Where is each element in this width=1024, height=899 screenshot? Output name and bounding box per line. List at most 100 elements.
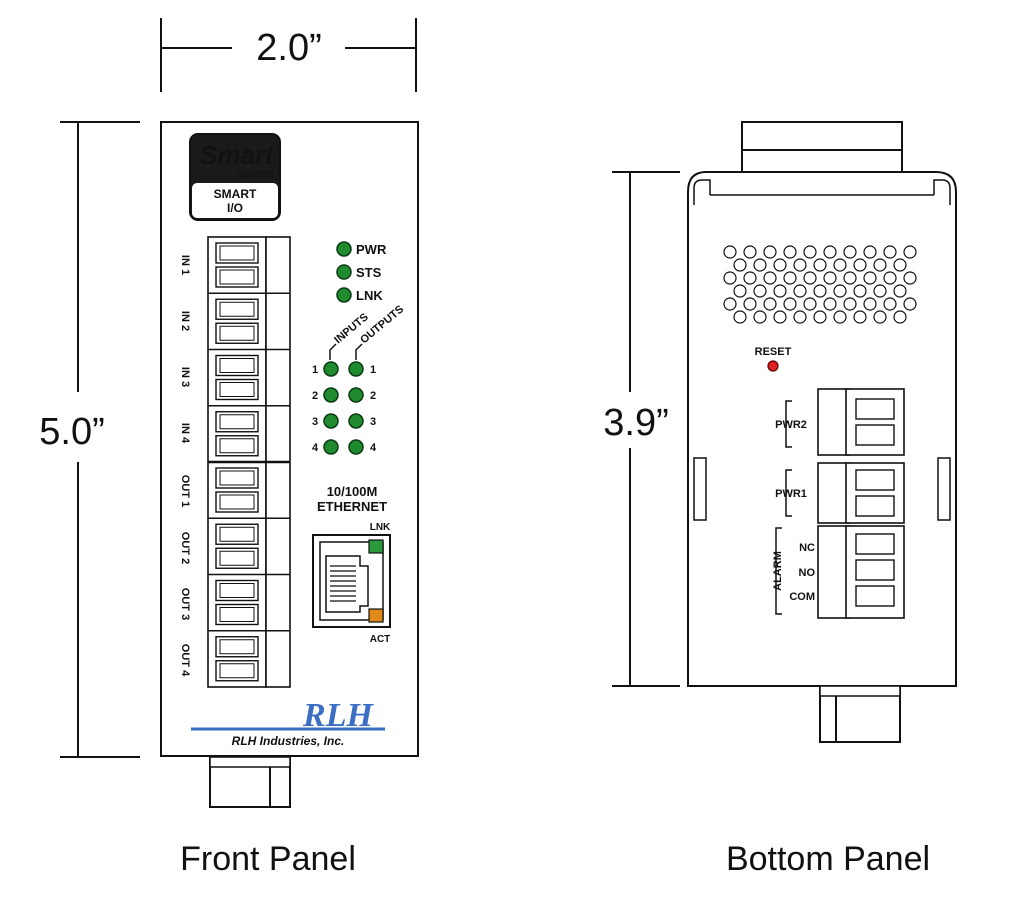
front-width-label: 2.0” (256, 27, 321, 69)
vent-hole (853, 258, 867, 272)
terminal-label-in1: IN 1 (179, 255, 191, 275)
vent-hole (803, 297, 817, 311)
logo-model-line2: I/O (227, 201, 243, 215)
company-logo: RLH RLH Industries, Inc. (191, 697, 385, 748)
terminal-slot-inner (219, 325, 255, 341)
alarm-label: ALARM (772, 551, 784, 591)
vent-hole (883, 297, 897, 311)
input-number-3: 3 (312, 416, 318, 428)
ethernet-speed-label: 10/100M (327, 484, 378, 499)
terminal-slot-inner (219, 470, 255, 486)
vent-hole (743, 271, 757, 285)
status-leds: PWR STS LNK (336, 241, 387, 303)
output-number-1: 1 (370, 364, 376, 376)
output-led-1 (348, 361, 364, 377)
ethernet-lnk-label: LNK (370, 522, 391, 533)
terminal-slot (215, 660, 259, 682)
output-number-4: 4 (370, 442, 377, 454)
vent-hole (763, 271, 777, 285)
terminal-slot-inner (219, 607, 255, 622)
terminal-label-in3: IN 3 (179, 367, 191, 387)
terminal-label-in4: IN 4 (179, 423, 191, 444)
terminal-slot (215, 242, 259, 264)
vent-hole (733, 258, 747, 272)
ethernet-lnk-led (368, 539, 384, 554)
logo-series: SERIES (237, 170, 274, 181)
terminal-slot (215, 354, 259, 377)
reset-button[interactable] (767, 360, 779, 372)
terminal-slot-inner (219, 269, 255, 285)
terminal-slot-inner (219, 358, 255, 373)
sts-led-label: STS (356, 265, 382, 280)
vent-hole (883, 245, 897, 259)
output-number-3: 3 (370, 416, 376, 428)
terminal-slot-inner (219, 245, 255, 261)
vent-hole (773, 310, 787, 324)
vent-hole (743, 245, 757, 259)
pwr1-label: PWR1 (775, 488, 807, 500)
terminal-slot-inner (219, 583, 255, 598)
vent-hole (723, 271, 737, 285)
terminal-slot (215, 523, 259, 545)
input-number-1: 1 (312, 364, 318, 376)
power-terminal-block (817, 388, 905, 619)
smart-series-logo: Smart SERIES SMART I/O (189, 133, 281, 221)
ethernet-act-led (368, 608, 384, 623)
front-width-dimension: 2.0” (160, 18, 417, 92)
terminal-label-out4: OUT 4 (179, 644, 191, 677)
top-connector (741, 121, 903, 173)
vent-hole (843, 271, 857, 285)
lnk-led-label: LNK (356, 288, 383, 303)
vent-hole (893, 284, 907, 298)
pwr1-slot-1 (855, 469, 895, 491)
terminal-slot (215, 411, 259, 433)
terminal-slot (215, 298, 259, 320)
din-clip-bottom (819, 685, 901, 743)
vent-hole (813, 258, 827, 272)
input-led-3 (323, 413, 339, 429)
rlh-mark: RLH (302, 697, 374, 734)
vent-hole (873, 258, 887, 272)
vent-hole (763, 245, 777, 259)
terminal-slot (215, 266, 259, 288)
input-led-1 (323, 361, 339, 377)
alarm-pin-com: COM (789, 591, 815, 603)
vent-hole (823, 297, 837, 311)
vent-hole (843, 297, 857, 311)
vent-hole (803, 245, 817, 259)
terminal-label-out2: OUT 2 (179, 532, 191, 564)
vent-hole (823, 245, 837, 259)
terminal-slot-inner (219, 526, 255, 542)
vent-hole (733, 310, 747, 324)
terminal-label-out3: OUT 3 (179, 588, 191, 620)
vent-hole (863, 297, 877, 311)
terminal-slot-inner (219, 639, 255, 655)
pwr1-slot-2 (855, 495, 895, 517)
vent-hole (763, 297, 777, 311)
logo-brand: Smart (200, 140, 275, 170)
input-led-4 (323, 439, 339, 455)
terminal-slot-inner (219, 663, 255, 679)
vent-hole (723, 245, 737, 259)
output-led-4 (348, 439, 364, 455)
vent-hole (863, 245, 877, 259)
front-terminal-blocks (207, 236, 291, 688)
pwr-led (336, 241, 352, 257)
terminal-slot-inner (219, 550, 255, 566)
terminal-slot (215, 579, 259, 602)
vent-hole (753, 284, 767, 298)
pwr2-label: PWR2 (775, 419, 807, 431)
alarm-slot-no (855, 559, 895, 581)
vent-hole (903, 297, 917, 311)
ethernet-label: ETHERNET (317, 499, 387, 514)
terminal-slot (215, 467, 259, 489)
vent-hole (883, 271, 897, 285)
pwr2-slot-1 (855, 398, 895, 420)
vent-hole (873, 310, 887, 324)
din-clip-front (209, 756, 291, 808)
vent-hole (893, 310, 907, 324)
vent-hole (813, 310, 827, 324)
terminal-slot (215, 603, 259, 626)
vent-hole (893, 258, 907, 272)
